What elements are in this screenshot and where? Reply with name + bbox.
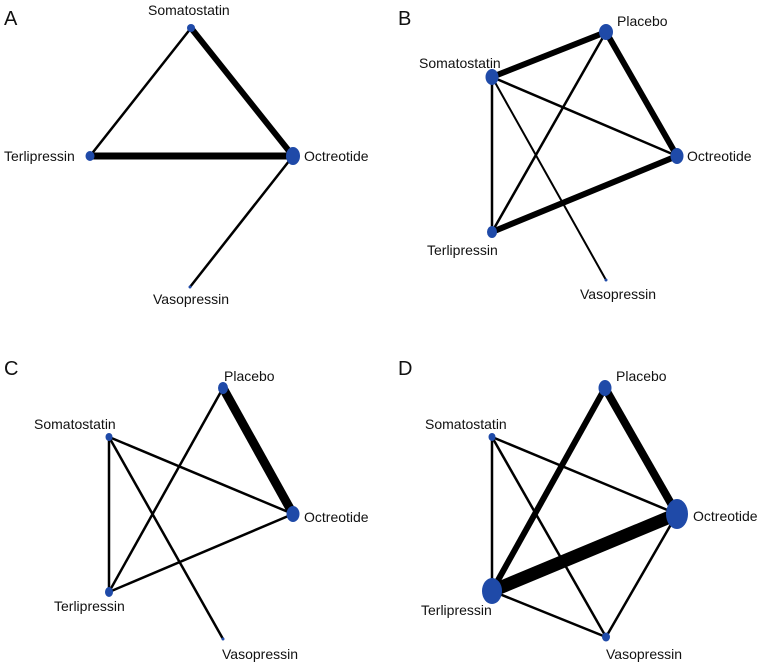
panel-a-node-octreotide xyxy=(286,147,300,165)
panel-d-label-octreotide: Octreotide xyxy=(693,508,758,524)
panel-a-edge-somatostatin-terlipressin xyxy=(89,27,192,157)
panel-a-label-somatostatin: Somatostatin xyxy=(148,2,230,18)
panel-c-label-vasopressin: Vasopressin xyxy=(222,646,298,662)
panel-c-node-placebo xyxy=(218,382,228,394)
panel-d-edge-terlipressin-vasopressin xyxy=(491,589,607,639)
panel-d-edge-placebo-terlipressin xyxy=(489,386,608,593)
panel-b-edge-somatostatin-placebo xyxy=(490,29,608,80)
panel-a-label-vasopressin: Vasopressin xyxy=(153,291,229,307)
panel-a-node-vasopressin xyxy=(188,285,192,289)
panel-d-label-somatostatin: Somatostatin xyxy=(425,416,507,432)
panel-b-label-placebo: Placebo xyxy=(617,13,668,29)
panel-b-edge-somatostatin-octreotide xyxy=(491,75,678,158)
panel-d-label-placebo: Placebo xyxy=(616,368,667,384)
panel-d-edge-terlipressin-octreotide xyxy=(489,507,680,598)
panel-d-node-somatostatin xyxy=(488,433,496,441)
panel-a-letter: A xyxy=(4,8,18,30)
panel-b-label-terlipressin: Terlipressin xyxy=(427,242,498,258)
panel-c-label-octreotide: Octreotide xyxy=(304,509,369,525)
panel-c-label-terlipressin: Terlipressin xyxy=(54,598,125,614)
panel-c-label-somatostatin: Somatostatin xyxy=(34,416,116,432)
panel-d-edge-somatostatin-octreotide xyxy=(491,435,678,516)
panel-b-label-octreotide: Octreotide xyxy=(687,148,752,164)
panel-c-node-octreotide xyxy=(286,506,300,522)
panel-d-edge-somatostatin-vasopressin xyxy=(490,436,608,638)
panel-b-label-somatostatin: Somatostatin xyxy=(419,55,501,71)
panel-d-edge-placebo-octreotide xyxy=(601,386,681,516)
panel-b-node-somatostatin xyxy=(485,69,499,85)
panel-c-edge-placebo-terlipressin xyxy=(107,387,225,593)
panel-b-edge-placebo-octreotide xyxy=(603,30,680,158)
panel-a-edge-somatostatin-octreotide xyxy=(188,26,296,158)
panel-a-edge-octreotide-vasopressin xyxy=(189,155,294,288)
panel-b-label-vasopressin: Vasopressin xyxy=(580,286,656,302)
panel-d-label-terlipressin: Terlipressin xyxy=(421,602,492,618)
panel-a-node-terlipressin xyxy=(85,151,95,161)
panel-a-label-terlipressin: Terlipressin xyxy=(4,148,75,164)
panel-c-edge-placebo-octreotide xyxy=(219,385,297,517)
panel-d-label-vasopressin: Vasopressin xyxy=(606,646,682,662)
panel-d-node-octreotide xyxy=(666,499,688,529)
panel-d-node-terlipressin xyxy=(482,578,502,604)
panel-c-edge-somatostatin-octreotide xyxy=(108,435,294,516)
panel-b: B Placebo Somatostatin Octreotide Terlip… xyxy=(398,8,752,302)
panel-b-node-placebo xyxy=(599,24,613,40)
panel-a: A Somatostatin Octreotide Terlipressin V… xyxy=(4,2,369,307)
panel-a-label-octreotide: Octreotide xyxy=(304,148,369,164)
panel-b-edge-somatostatin-vasopressin xyxy=(491,76,607,281)
panel-b-node-terlipressin xyxy=(487,226,497,238)
panel-b-node-octreotide xyxy=(670,148,684,164)
panel-c-edge-somatostatin-vasopressin xyxy=(107,436,225,640)
panel-b-node-vasopressin xyxy=(604,278,608,282)
panel-d: D Placebo Somatostatin Octreotide Terlip… xyxy=(398,358,758,662)
panel-c-label-placebo: Placebo xyxy=(224,368,275,384)
panel-d-edge-octreotide-vasopressin xyxy=(604,513,679,638)
panel-b-edge-placebo-terlipressin xyxy=(490,31,608,233)
panel-c-letter: C xyxy=(4,358,18,380)
panel-d-node-placebo xyxy=(598,380,612,396)
panel-b-edge-terlipressin-octreotide xyxy=(490,153,679,235)
panel-c-edge-terlipressin-octreotide xyxy=(108,512,294,594)
panel-c-node-vasopressin xyxy=(221,637,225,641)
panel-c-node-terlipressin xyxy=(105,587,113,597)
panel-c: C Placebo Somatostatin Octreotide Terlip… xyxy=(4,358,369,662)
panel-c-node-somatostatin xyxy=(105,433,113,441)
panel-d-letter: D xyxy=(398,358,412,380)
panel-a-node-somatostatin xyxy=(187,24,195,32)
panel-d-node-vasopressin xyxy=(602,632,610,642)
panel-b-letter: B xyxy=(398,8,411,30)
